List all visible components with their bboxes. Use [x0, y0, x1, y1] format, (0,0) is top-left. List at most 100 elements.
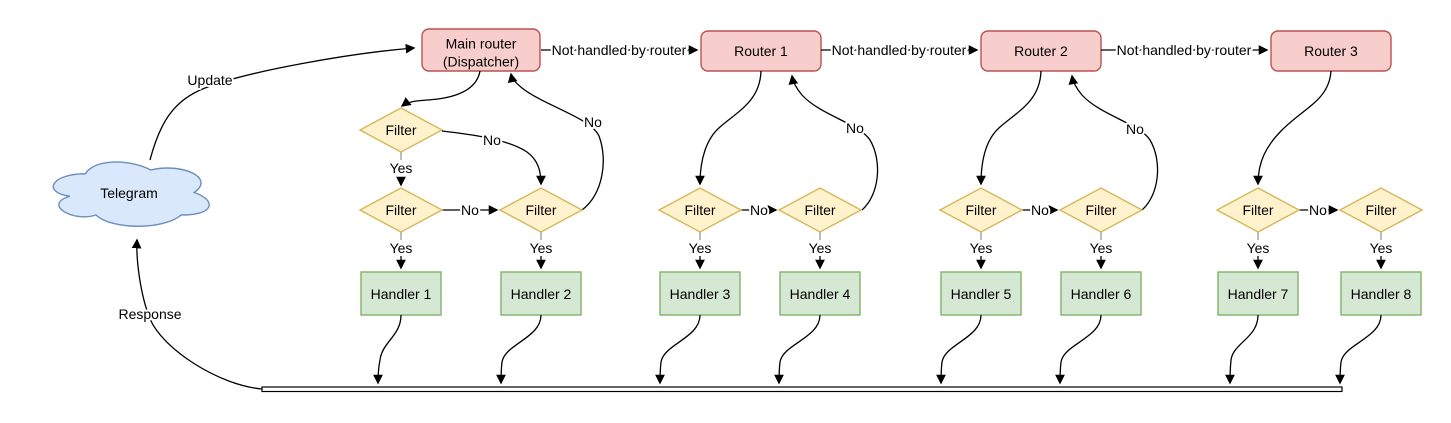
- handler-1-box: [360, 271, 442, 316]
- handler-2-node: Handler 2: [500, 271, 582, 316]
- dispatcher-filter-top-node: Filter: [358, 107, 444, 153]
- dispatcher-filter-top-label: Filter: [385, 122, 416, 138]
- handler-3-label: Handler 3: [670, 286, 731, 302]
- router-2-filter-left-diamond: [938, 187, 1024, 233]
- router-3-filter-right-label: Filter: [1365, 202, 1396, 218]
- not-handled-label-1: Not handled by router: [552, 42, 687, 58]
- telegram-label: Telegram: [100, 185, 158, 201]
- response-bus-line: [261, 386, 1343, 393]
- return-edge-dispatcher-line: [507, 72, 604, 211]
- update-edge: Update: [149, 43, 416, 161]
- router-1-filter-right-node: Filter: [777, 187, 863, 233]
- yes-edge-1: Yes: [388, 232, 414, 270]
- no-label-return-dispatcher: No: [584, 114, 602, 130]
- handler-4-box: [779, 271, 861, 316]
- return-edge-router-1: No: [788, 74, 879, 211]
- dispatcher-filter-right-diamond: [498, 187, 584, 233]
- main-router-box: [421, 28, 541, 72]
- return-edge-dispatcher: No: [507, 72, 604, 211]
- router-3-filter-right-diamond: [1338, 187, 1424, 233]
- yes-label-2: Yes: [530, 240, 553, 256]
- yes-edge-8: Yes: [1368, 232, 1394, 270]
- no-label-dispatcher-row: No: [461, 202, 479, 218]
- router-1-filter-right-diamond: [777, 187, 863, 233]
- return-edge-router-2: No: [1068, 74, 1159, 211]
- yes-label-dispatcher-top: Yes: [390, 160, 413, 176]
- handler-2-box: [500, 271, 582, 316]
- not-handled-label-3: Not handled by router: [1117, 42, 1252, 58]
- router-1-filter-left-diamond: [657, 187, 743, 233]
- response-edge: Response: [116, 238, 263, 390]
- telegram-node: Telegram: [52, 161, 210, 227]
- router-2-node: Router 2: [980, 30, 1102, 72]
- response-label: Response: [118, 306, 181, 322]
- return-edge-router-1-line: [788, 74, 879, 211]
- handler-8-node: Handler 8: [1340, 271, 1422, 316]
- router-2-filter-right-label: Filter: [1085, 202, 1116, 218]
- dispatcher-filter-left-diamond: [358, 187, 444, 233]
- no-label-return-router-1: No: [846, 120, 864, 136]
- response-edge-line: [131, 238, 263, 390]
- yes-label-7: Yes: [1247, 240, 1270, 256]
- dispatcher-filter-left-node: Filter: [358, 187, 444, 233]
- handler-6-label: Handler 6: [1071, 286, 1132, 302]
- telegram-cloud: [52, 161, 210, 227]
- handler-8-drop-edge: [1335, 314, 1382, 385]
- handler-7-node: Handler 7: [1217, 271, 1299, 316]
- router-2-filter-left-label: Filter: [965, 202, 996, 218]
- no-edge-dispatcher-top-line: [441, 130, 546, 186]
- router-2-to-filter-edge: [976, 70, 1042, 186]
- not-handled-edge-2: Not handled by router: [821, 40, 979, 60]
- yes-edge-6: Yes: [1088, 232, 1114, 270]
- router-3-filter-left-diamond: [1215, 187, 1301, 233]
- not-handled-edge-1: Not handled by router: [541, 40, 699, 60]
- router-2-label: Router 2: [1014, 43, 1068, 59]
- handler-1-label: Handler 1: [371, 286, 432, 302]
- router-3-to-filter-edge: [1253, 70, 1332, 186]
- yes-label-8: Yes: [1370, 240, 1393, 256]
- router-2-filter-right-node: Filter: [1058, 187, 1144, 233]
- dispatcher-filter-right-label: Filter: [525, 202, 556, 218]
- handler-7-drop-edge: [1225, 314, 1259, 385]
- main-router-label-line2: (Dispatcher): [443, 54, 519, 70]
- handler-4-node: Handler 4: [779, 271, 861, 316]
- main-router-label-line1: Main router: [446, 36, 517, 52]
- yes-edge-7: Yes: [1245, 232, 1271, 270]
- dispatcher-filter-left-label: Filter: [385, 202, 416, 218]
- router-1-node: Router 1: [700, 30, 822, 72]
- router-2-filter-left-node: Filter: [938, 187, 1024, 233]
- dispatcher-filter-top-diamond: [358, 107, 444, 153]
- handler-4-label: Handler 4: [790, 286, 851, 302]
- router-1-label: Router 1: [734, 43, 788, 59]
- yes-label-4: Yes: [809, 240, 832, 256]
- router-1-filter-left-node: Filter: [657, 187, 743, 233]
- yes-edge-dispatcher-top: Yes: [388, 152, 414, 187]
- router-1-to-filter-edge: [695, 70, 762, 186]
- handler-5-box: [940, 271, 1022, 316]
- return-edge-router-2-line: [1068, 74, 1159, 211]
- handler-6-box: [1060, 271, 1142, 316]
- yes-label-1: Yes: [390, 240, 413, 256]
- handler-3-box: [659, 271, 741, 316]
- handler-3-node: Handler 3: [659, 271, 741, 316]
- handler-6-node: Handler 6: [1060, 271, 1142, 316]
- router-3-node: Router 3: [1270, 30, 1392, 72]
- no-edge-router-1-row: No: [741, 200, 778, 220]
- update-edge-line: [149, 43, 416, 161]
- router-3-label: Router 3: [1304, 43, 1358, 59]
- handler-1-drop-edge: [373, 314, 402, 385]
- handler-5-drop-edge: [936, 314, 982, 385]
- no-label-return-router-2: No: [1126, 121, 1144, 137]
- no-label-router-2-row: No: [1031, 202, 1049, 218]
- handler-8-label: Handler 8: [1351, 286, 1412, 302]
- yes-edge-3: Yes: [687, 232, 713, 270]
- handler-7-label: Handler 7: [1228, 286, 1289, 302]
- handler-5-label: Handler 5: [951, 286, 1012, 302]
- dispatcher-to-filter-edge: [400, 70, 481, 107]
- yes-edge-4: Yes: [807, 232, 833, 270]
- handler-4-drop-edge: [774, 314, 821, 385]
- yes-label-3: Yes: [689, 240, 712, 256]
- not-handled-label-2: Not handled by router: [832, 42, 967, 58]
